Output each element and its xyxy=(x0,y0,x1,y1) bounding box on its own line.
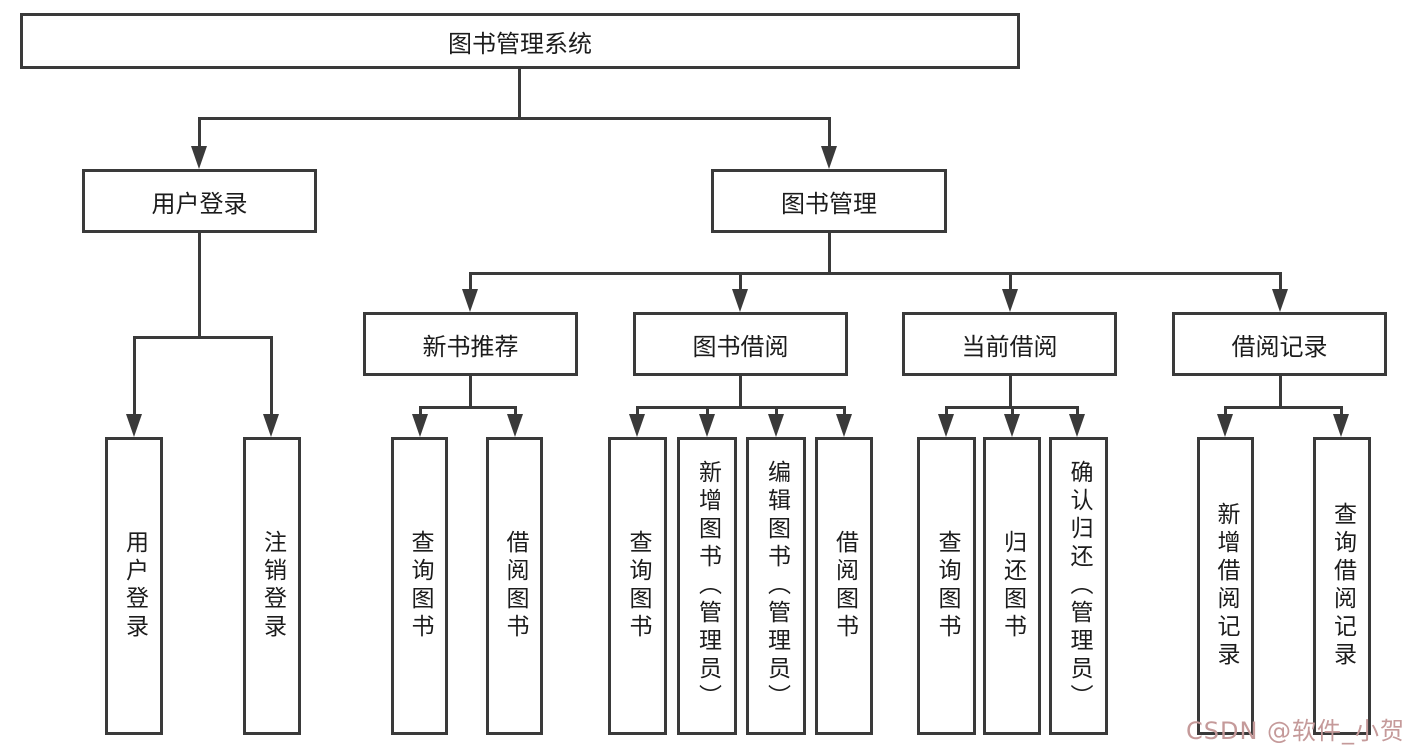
connector-line xyxy=(828,117,831,151)
connector-line xyxy=(739,376,742,406)
leaf-query-borrow-record: 查询借阅记录 xyxy=(1313,437,1371,735)
arrow-down-icon xyxy=(821,146,837,169)
leaf-edit-book-admin: 编辑图书（管理员） xyxy=(746,437,806,735)
arrow-down-icon xyxy=(507,414,523,437)
connector-line xyxy=(636,406,846,409)
node-label: 图书管理系统 xyxy=(448,29,592,58)
connector-line xyxy=(198,233,201,336)
connector-line xyxy=(1011,406,1014,418)
leaf-label: 借阅图书 xyxy=(831,530,858,642)
arrow-down-icon xyxy=(191,146,207,169)
leaf-label: 查询图书 xyxy=(625,530,651,642)
arrow-down-icon xyxy=(732,289,748,312)
connector-line xyxy=(1076,406,1079,418)
leaf-borrow-books-recommend: 借阅图书 xyxy=(486,437,543,735)
node-label: 借阅记录 xyxy=(1231,332,1328,361)
node-user-login: 用户登录 xyxy=(82,169,317,233)
connector-line xyxy=(198,117,830,120)
connector-line xyxy=(843,406,846,418)
arrow-down-icon xyxy=(938,414,954,437)
connector-line xyxy=(1340,406,1343,418)
connector-line xyxy=(739,272,742,292)
arrow-down-icon xyxy=(462,289,478,312)
leaf-label: 新增图书（管理员） xyxy=(694,460,721,712)
connector-line xyxy=(133,336,273,339)
connector-line xyxy=(945,406,948,418)
arrow-down-icon xyxy=(1069,414,1085,437)
node-book-management: 图书管理 xyxy=(711,169,947,233)
leaf-query-books-borrowing: 查询图书 xyxy=(608,437,667,735)
connector-line xyxy=(828,233,831,272)
connector-line xyxy=(706,406,709,418)
arrow-down-icon xyxy=(412,414,428,437)
leaf-label: 用户登录 xyxy=(121,530,148,642)
connector-line xyxy=(469,272,1281,275)
leaf-add-borrow-record: 新增借阅记录 xyxy=(1197,437,1254,735)
node-label: 用户登录 xyxy=(151,189,248,218)
arrow-down-icon xyxy=(836,414,852,437)
leaf-return-books: 归还图书 xyxy=(983,437,1041,735)
connector-line xyxy=(1009,272,1012,292)
node-label: 当前借阅 xyxy=(961,332,1058,361)
connector-line xyxy=(518,69,521,117)
node-label: 图书管理 xyxy=(781,189,877,218)
connector-line xyxy=(1224,406,1342,409)
connector-line xyxy=(198,117,201,151)
connector-line xyxy=(514,406,517,418)
leaf-label: 查询图书 xyxy=(934,530,960,642)
leaf-label: 编辑图书（管理员） xyxy=(763,460,790,712)
leaf-label: 归还图书 xyxy=(999,530,1026,642)
connector-line xyxy=(1279,376,1282,406)
leaf-borrow-books: 借阅图书 xyxy=(815,437,873,735)
arrow-down-icon xyxy=(699,414,715,437)
leaf-logout: 注销登录 xyxy=(243,437,301,735)
leaf-label: 确认归还（管理员） xyxy=(1066,460,1092,712)
leaf-label: 查询借阅记录 xyxy=(1329,502,1356,670)
node-new-book-recommendation: 新书推荐 xyxy=(363,312,578,376)
node-current-borrowing: 当前借阅 xyxy=(902,312,1117,376)
arrow-down-icon xyxy=(768,414,784,437)
connector-line xyxy=(133,336,136,416)
node-borrowing-records: 借阅记录 xyxy=(1172,312,1387,376)
leaf-label: 新增借阅记录 xyxy=(1213,502,1239,670)
node-label: 图书借阅 xyxy=(692,332,789,361)
leaf-label: 借阅图书 xyxy=(502,530,528,642)
node-library-management-system: 图书管理系统 xyxy=(20,13,1020,69)
connector-line xyxy=(469,272,472,292)
leaf-add-book-admin: 新增图书（管理员） xyxy=(677,437,737,735)
leaf-user-login: 用户登录 xyxy=(105,437,163,735)
arrow-down-icon xyxy=(629,414,645,437)
leaf-query-books-current: 查询图书 xyxy=(917,437,976,735)
node-book-borrowing: 图书借阅 xyxy=(633,312,848,376)
leaf-confirm-return-admin: 确认归还（管理员） xyxy=(1049,437,1108,735)
connector-line xyxy=(419,406,422,418)
arrow-down-icon xyxy=(1217,414,1233,437)
arrow-down-icon xyxy=(1002,289,1018,312)
connector-line xyxy=(1279,272,1282,292)
csdn-watermark: CSDN @软件_小贺同学 xyxy=(1186,717,1405,745)
connector-line xyxy=(469,376,472,406)
arrow-down-icon xyxy=(1272,289,1288,312)
leaf-query-books-recommend: 查询图书 xyxy=(391,437,448,735)
connector-line xyxy=(1224,406,1227,418)
connector-line xyxy=(636,406,639,418)
arrow-down-icon xyxy=(1004,414,1020,437)
leaf-label: 注销登录 xyxy=(259,530,286,642)
node-label: 新书推荐 xyxy=(422,332,519,361)
connector-line xyxy=(775,406,778,418)
leaf-label: 查询图书 xyxy=(407,530,433,642)
connector-line xyxy=(1009,376,1012,406)
arrow-down-icon xyxy=(126,414,142,437)
connector-line xyxy=(419,406,516,409)
arrow-down-icon xyxy=(263,414,279,437)
connector-line xyxy=(270,336,273,416)
arrow-down-icon xyxy=(1333,414,1349,437)
